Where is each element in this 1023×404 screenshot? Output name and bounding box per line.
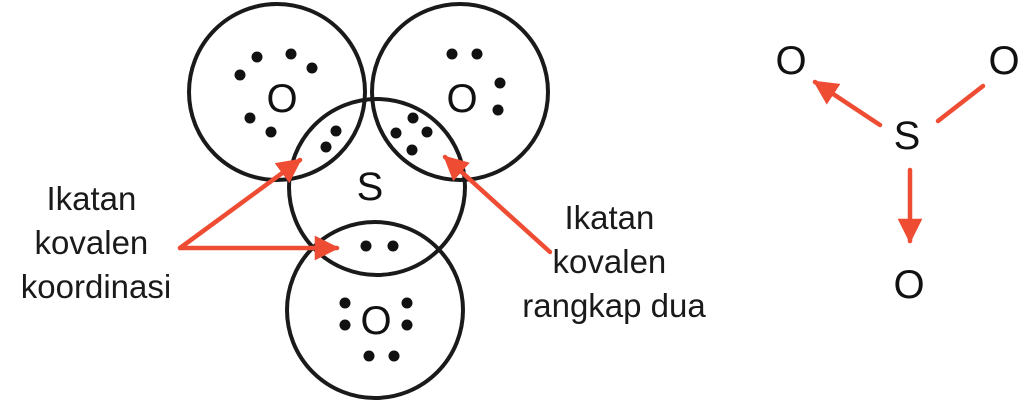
electron-dot — [339, 319, 351, 331]
coordinate-bond-to-left-oxygen — [812, 79, 883, 128]
coordinate-bond-label-line-1: Ikatan — [46, 180, 136, 217]
formula-sulfur: S — [894, 114, 921, 158]
coordinate-bond-label: Ikatan kovalen koordinasi — [21, 180, 171, 305]
electron-dot — [339, 297, 351, 309]
double-bond-to-right-oxygen — [935, 83, 986, 124]
electron-dot — [401, 319, 413, 331]
electron-dot — [306, 62, 318, 74]
coordinate-bond-label-line-3: koordinasi — [21, 268, 171, 305]
structural-formula: O O S O — [775, 39, 1019, 307]
electron-dot — [234, 69, 246, 81]
electron-dot — [401, 297, 413, 309]
electron-dot — [285, 48, 297, 60]
formula-oxygen-bottom: O — [893, 263, 924, 307]
electron-dot — [251, 51, 263, 63]
valence-electrons — [234, 48, 506, 362]
formula-oxygen-left: O — [775, 39, 806, 83]
electron-dot — [387, 240, 399, 252]
electron-dot — [421, 126, 433, 138]
double-bond-arrow — [442, 154, 553, 255]
sulfur-shell — [287, 97, 467, 277]
electron-dot — [492, 104, 504, 116]
electron-dot — [446, 48, 458, 60]
double-bond-label: Ikatan kovalen rangkap dua — [522, 199, 706, 324]
sulfur-symbol: S — [357, 165, 384, 209]
oxygen-top-left-symbol: O — [266, 77, 297, 121]
electron-dot — [407, 112, 419, 124]
electron-dot — [494, 77, 506, 89]
electron-dot — [244, 112, 256, 124]
double-bond-label-line-1: Ikatan — [564, 199, 654, 236]
electron-dot — [360, 240, 372, 252]
formula-oxygen-right: O — [988, 39, 1019, 83]
electron-dot — [406, 144, 418, 156]
oxygen-bottom-symbol: O — [360, 299, 391, 343]
coordinate-bond-label-line-2: kovalen — [35, 224, 149, 261]
electron-dot — [265, 126, 277, 138]
electron-dot — [363, 350, 375, 362]
callout-arrows — [177, 154, 553, 261]
electron-dot — [390, 127, 402, 139]
coordinate-bond-arrow-upper — [177, 157, 303, 251]
electron-dot — [320, 141, 332, 153]
electron-dot — [388, 350, 400, 362]
double-bond-label-line-3: rangkap dua — [522, 287, 706, 324]
oxygen-top-right-symbol: O — [446, 77, 477, 121]
electron-dot — [330, 125, 342, 137]
double-bond-label-line-2: kovalen — [553, 243, 667, 280]
oxygen-bottom-shell — [285, 220, 465, 400]
electron-dot — [471, 48, 483, 60]
